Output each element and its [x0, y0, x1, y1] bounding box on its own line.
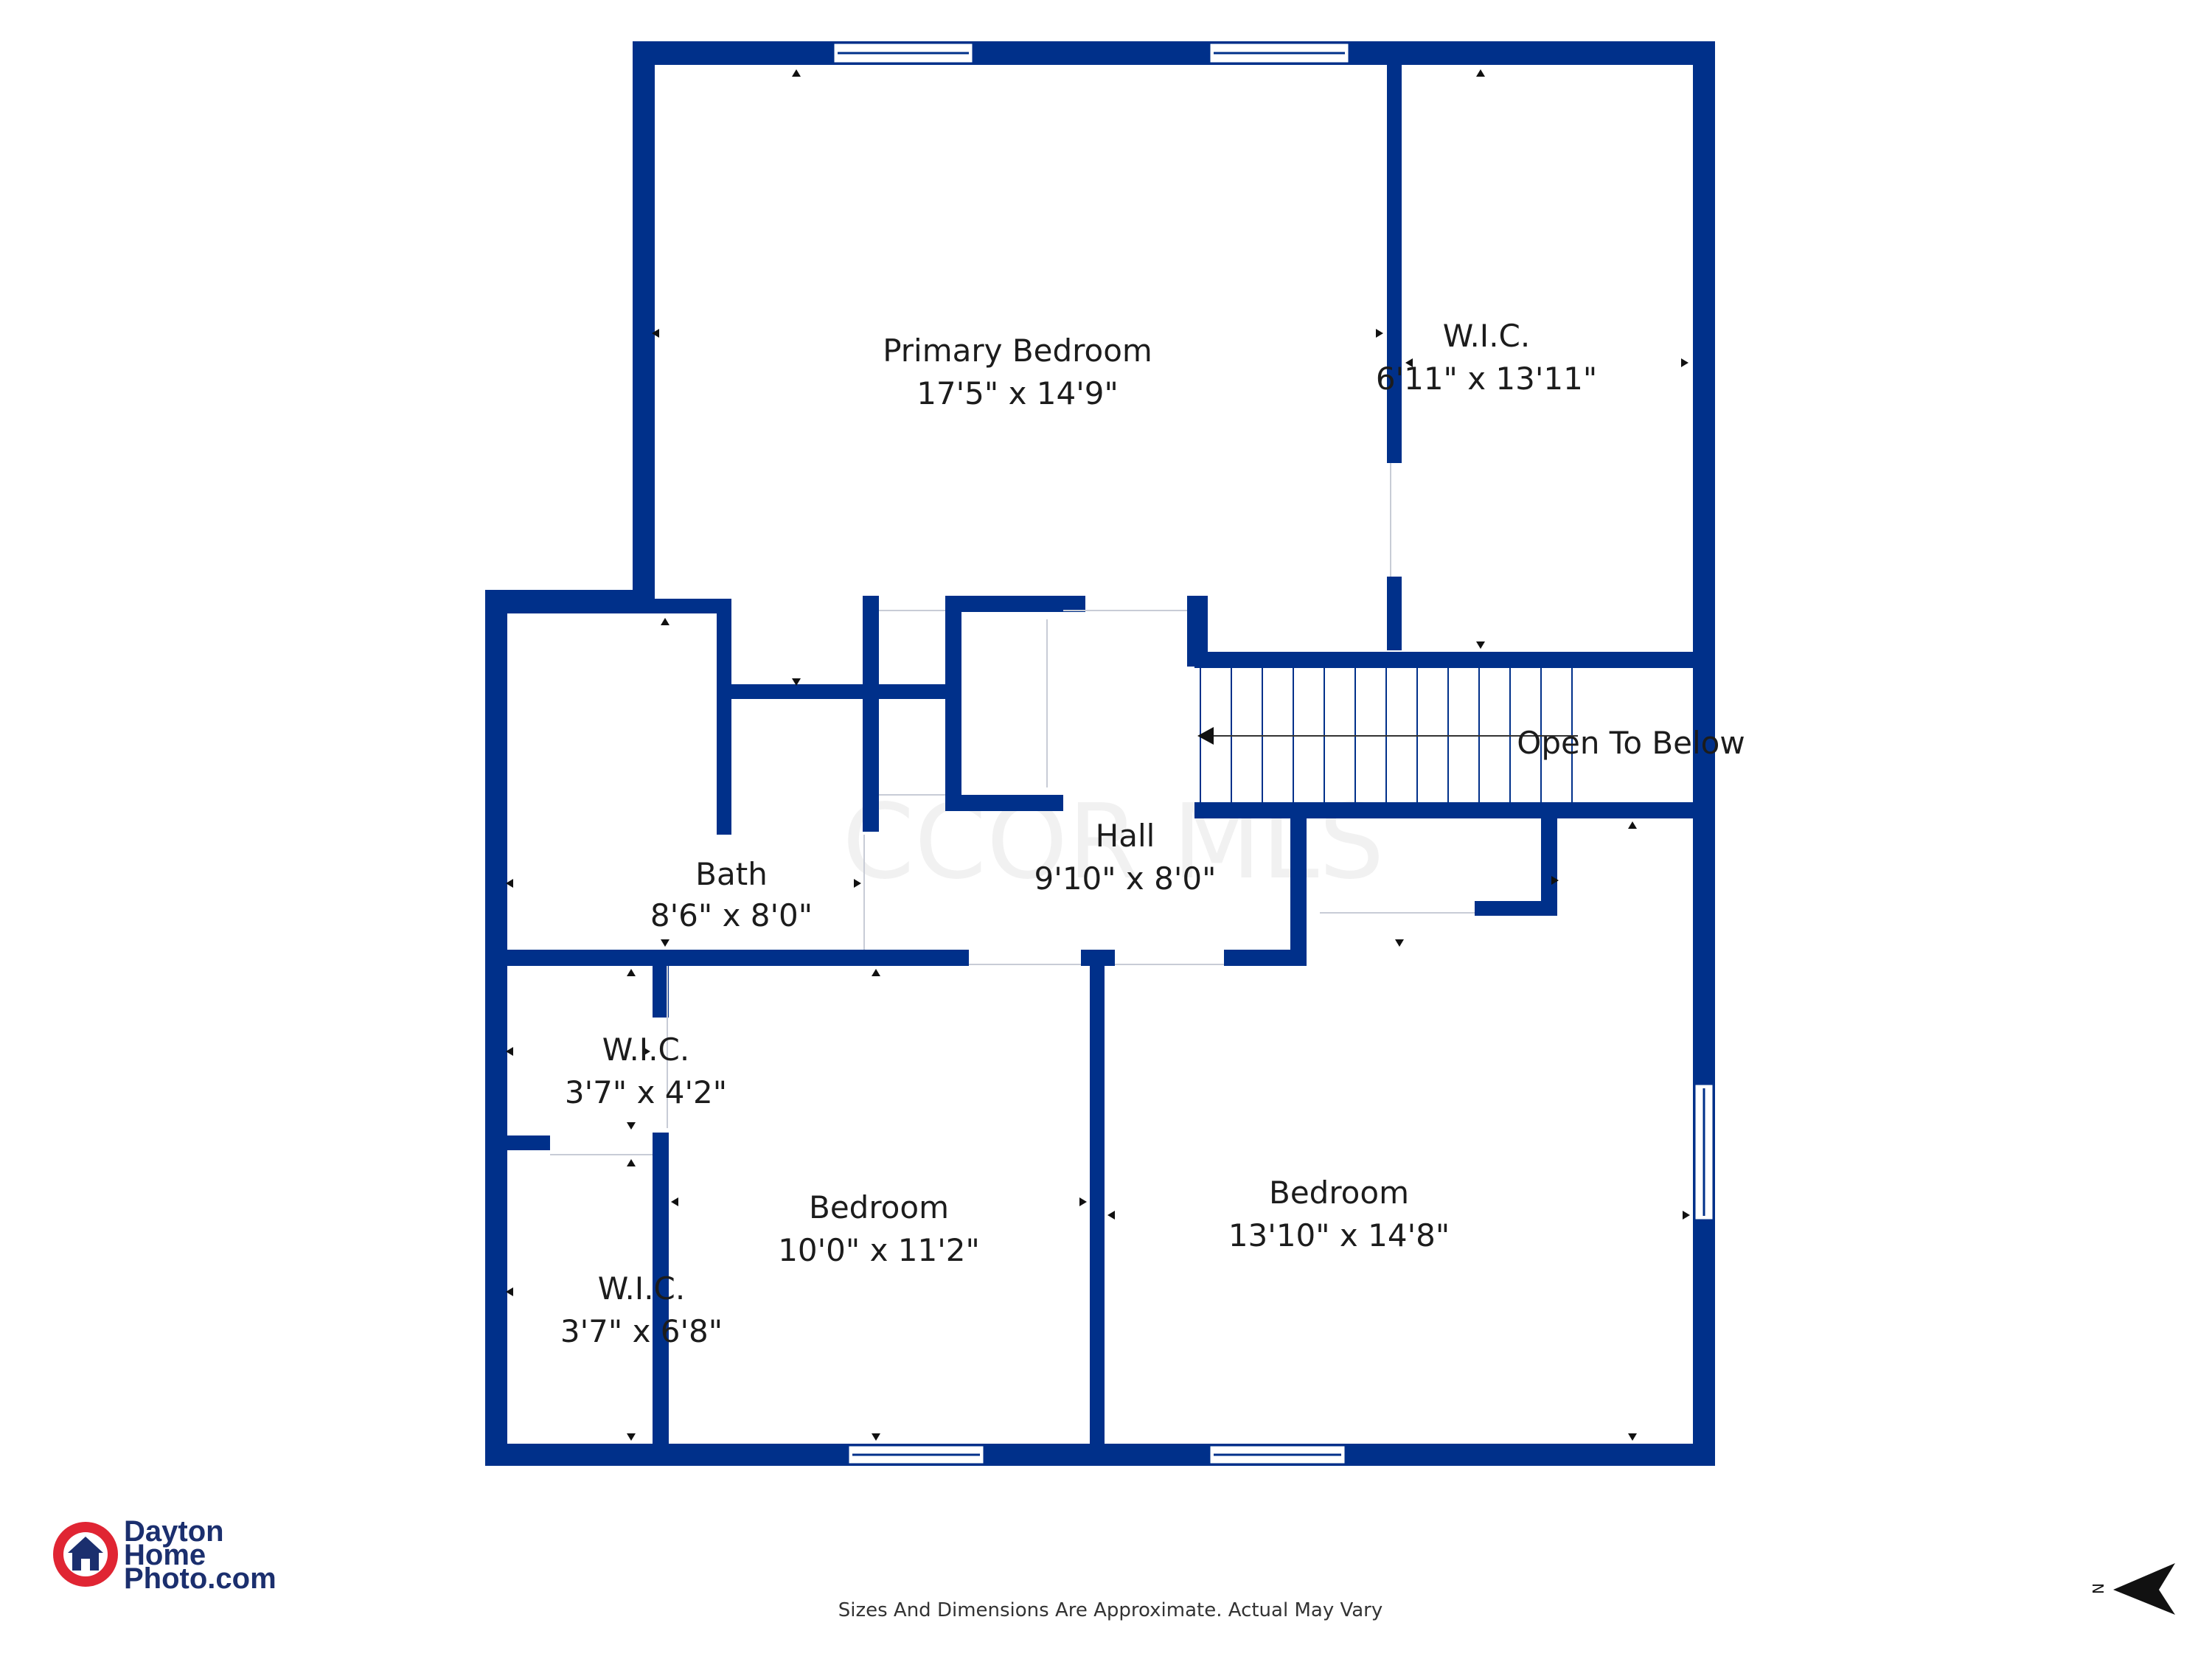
wic-small-1-name: W.I.C.: [602, 1032, 689, 1068]
compass-letter: N: [2090, 1583, 2107, 1594]
dimension-markers: [506, 69, 1690, 1441]
logo-line-1: Dayton: [124, 1515, 224, 1548]
logo-line-3: Photo.com: [124, 1562, 276, 1595]
room-labels: Primary Bedroom 17'5" x 14'9" W.I.C. 6'1…: [560, 318, 1745, 1349]
primary-bedroom-size: 17'5" x 14'9": [917, 375, 1119, 411]
hall-name: Hall: [1096, 818, 1155, 854]
bath-name: Bath: [695, 856, 768, 892]
bedroom-2-name: Bedroom: [809, 1189, 949, 1225]
walls: [485, 41, 1715, 1466]
logo-line-2: Home: [124, 1539, 206, 1571]
stairs: [1197, 668, 1578, 802]
wic-small-1-size: 3'7" x 4'2": [565, 1074, 727, 1110]
wic-primary-size: 6'11" x 13'11": [1376, 361, 1597, 397]
disclaimer-note: Sizes And Dimensions Are Approximate. Ac…: [838, 1599, 1383, 1621]
openings: [550, 463, 1475, 1155]
bedroom-2-size: 10'0" x 11'2": [778, 1232, 980, 1268]
stair-arrow-icon: [1197, 727, 1214, 745]
wic-primary-name: W.I.C.: [1443, 318, 1530, 354]
company-logo: Dayton Home Photo.com: [53, 1515, 276, 1595]
bedroom-3-name: Bedroom: [1269, 1175, 1409, 1211]
compass: N: [2090, 1563, 2175, 1615]
bedroom-3-size: 13'10" x 14'8": [1228, 1217, 1450, 1253]
hall-size: 9'10" x 8'0": [1034, 860, 1217, 897]
north-arrow-icon: [2113, 1563, 2175, 1615]
windows: [832, 41, 1715, 1466]
bath-size: 8'6" x 8'0": [650, 897, 813, 933]
house-camera-logo-icon: [53, 1522, 118, 1587]
wic-small-2-name: W.I.C.: [598, 1270, 685, 1307]
wic-small-2-size: 3'7" x 6'8": [560, 1313, 723, 1349]
primary-bedroom-name: Primary Bedroom: [883, 333, 1152, 369]
open-to-below-label: Open To Below: [1517, 725, 1745, 761]
